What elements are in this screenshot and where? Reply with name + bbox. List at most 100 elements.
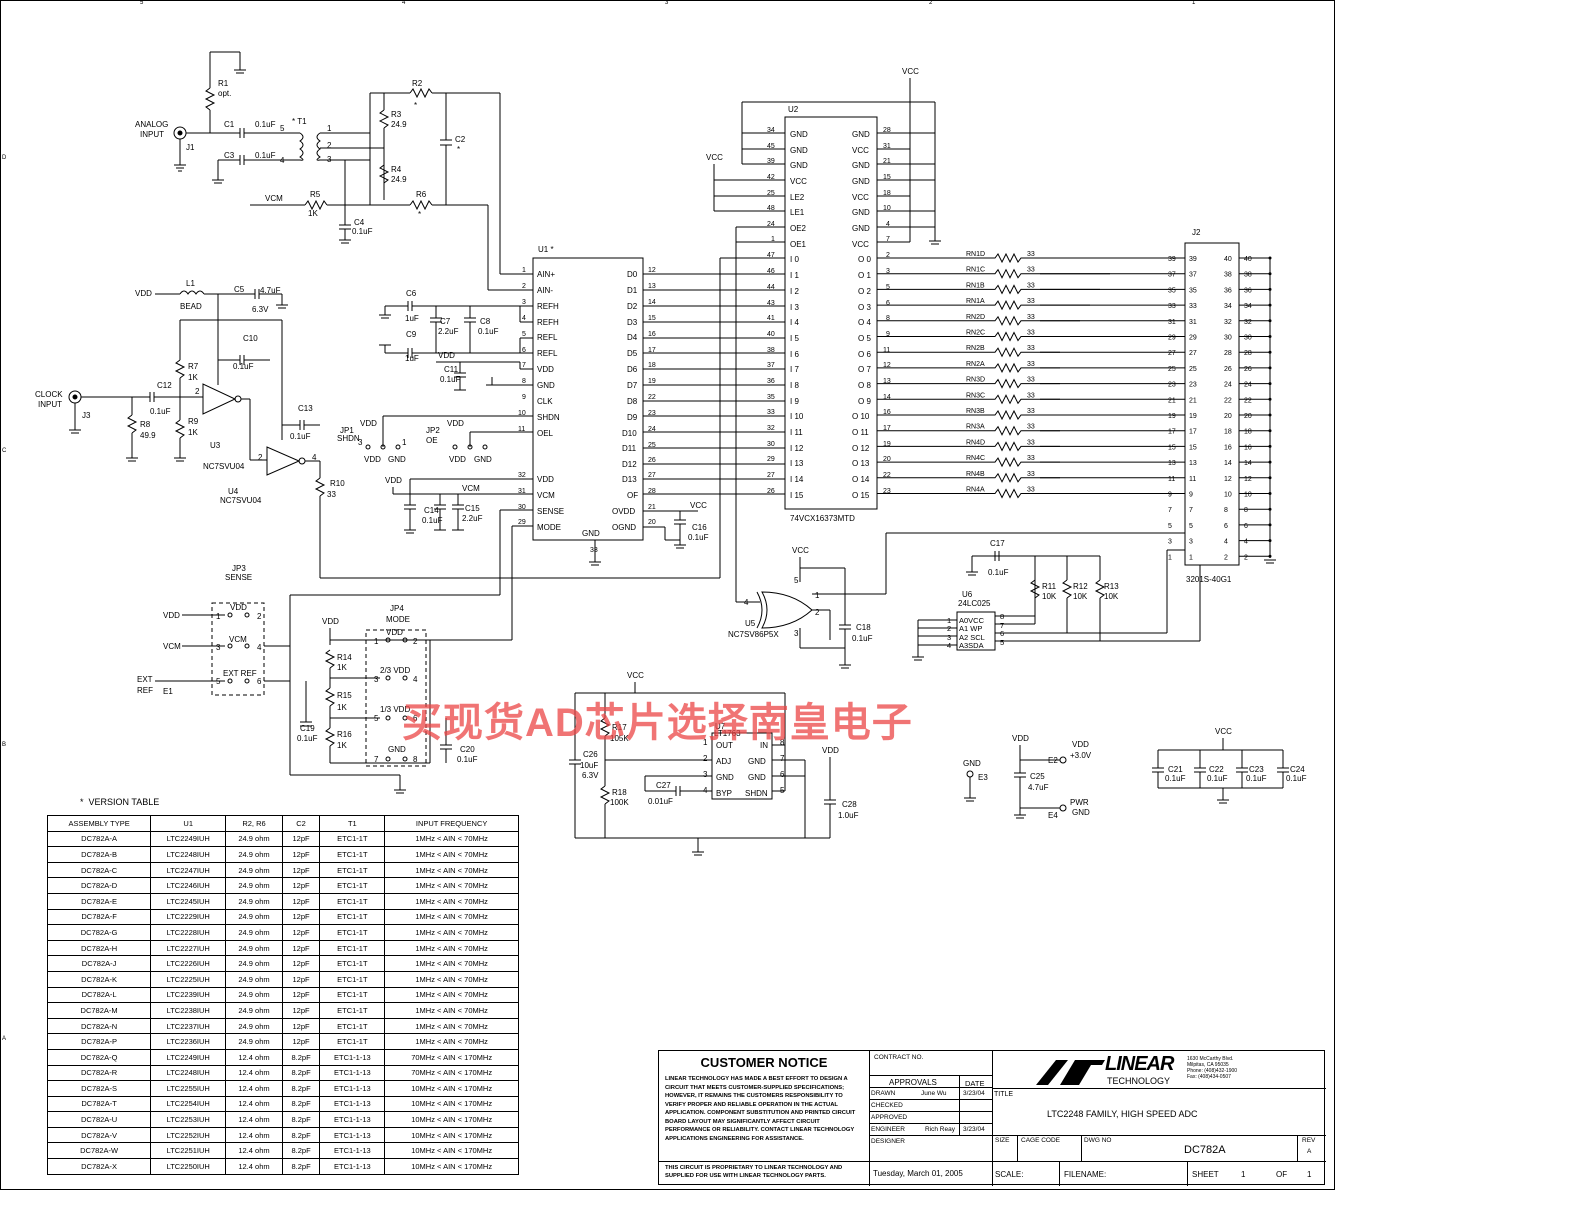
svg-text:GND: GND xyxy=(790,161,808,170)
svg-text:GND: GND xyxy=(582,529,600,538)
svg-text:GND: GND xyxy=(388,455,406,464)
svg-text:U5: U5 xyxy=(745,619,756,628)
svg-text:11: 11 xyxy=(518,426,525,433)
svg-text:1/3 VDD: 1/3 VDD xyxy=(380,705,410,714)
svg-text:NC7SVU04: NC7SVU04 xyxy=(203,462,245,471)
svg-text:*: * xyxy=(418,210,421,219)
version-table-cell: ETC1-1-13 xyxy=(319,1080,386,1097)
svg-text:3: 3 xyxy=(522,299,526,306)
svg-text:1K: 1K xyxy=(337,703,347,712)
svg-text:A2 SCL: A2 SCL xyxy=(959,633,985,642)
version-table-cell: 1MHz < AIN < 70MHz xyxy=(384,908,519,926)
rn-label: RN4C xyxy=(966,455,985,462)
version-table-cell: LTC2249IUH xyxy=(150,830,227,848)
svg-text:45: 45 xyxy=(767,143,775,150)
svg-text:OEL: OEL xyxy=(537,429,554,438)
version-table-cell: 12pF xyxy=(281,939,321,957)
svg-text:D2: D2 xyxy=(627,302,638,311)
svg-text:E4: E4 xyxy=(1048,811,1058,820)
svg-text:U6: U6 xyxy=(962,590,973,599)
svg-text:VDD: VDD xyxy=(322,617,339,626)
svg-text:19: 19 xyxy=(648,378,656,385)
drawn-label: DRAWN xyxy=(871,1090,896,1097)
linear-logo-mark xyxy=(1036,1060,1105,1085)
svg-text:1: 1 xyxy=(522,267,526,274)
version-table-cell: ETC1-1T xyxy=(319,970,386,988)
svg-text:5: 5 xyxy=(794,576,799,585)
company-name: LINEAR xyxy=(1105,1053,1174,1075)
svg-text:3201S-40G1: 3201S-40G1 xyxy=(1186,575,1232,584)
version-table-cell: 24.9 ohm xyxy=(225,939,283,957)
svg-text:46: 46 xyxy=(767,268,775,275)
svg-text:4: 4 xyxy=(257,643,262,652)
j2-pin-number: 16 xyxy=(1224,444,1232,451)
svg-text:O 5: O 5 xyxy=(858,334,871,343)
svg-text:10K: 10K xyxy=(1042,592,1057,601)
j2-pin-number: 11 xyxy=(1189,476,1196,483)
version-table-cell: LTC2228IUH xyxy=(150,924,227,941)
svg-text:GND: GND xyxy=(388,745,406,754)
rn-label: RN3D xyxy=(966,377,985,384)
rn-value: 33 xyxy=(1027,455,1035,462)
svg-text:C14: C14 xyxy=(424,506,439,515)
svg-text:VCC: VCC xyxy=(792,546,809,555)
u4-buffer xyxy=(266,446,301,476)
j2-pin-number: 35 xyxy=(1168,287,1176,294)
j2-pin-number: 15 xyxy=(1168,444,1176,451)
rn-value: 33 xyxy=(1027,377,1035,384)
svg-text:28: 28 xyxy=(648,488,656,495)
svg-text:O 15: O 15 xyxy=(852,491,870,500)
svg-text:C20: C20 xyxy=(460,745,475,754)
svg-text:C13: C13 xyxy=(298,404,313,413)
version-table-cell: 1MHz < AIN < 70MHz xyxy=(384,846,519,863)
version-table-cell: LTC2245IUH xyxy=(150,892,227,910)
j2-pin-number: 33 xyxy=(1168,303,1176,310)
rn-value: 33 xyxy=(1027,439,1035,446)
svg-text:0.1uF: 0.1uF xyxy=(352,227,373,236)
svg-text:D4: D4 xyxy=(627,333,638,342)
svg-text:31: 31 xyxy=(883,143,891,150)
border-tick: B xyxy=(2,742,7,748)
svg-text:REF: REF xyxy=(137,686,153,695)
svg-text:BYP: BYP xyxy=(716,789,732,798)
cage-code-label: CAGE CODE xyxy=(1021,1137,1061,1144)
svg-text:1K: 1K xyxy=(308,209,318,218)
svg-text:O 14: O 14 xyxy=(852,475,870,484)
j2-pin-number: 5 xyxy=(1189,523,1193,530)
svg-text:+3.0V: +3.0V xyxy=(1070,751,1092,760)
svg-text:BEAD: BEAD xyxy=(180,302,202,311)
svg-text:7: 7 xyxy=(1000,621,1004,630)
svg-text:I 3: I 3 xyxy=(790,303,799,312)
svg-text:I 11: I 11 xyxy=(790,428,803,437)
j2-pin-number: 2 xyxy=(1224,554,1228,561)
svg-text:10K: 10K xyxy=(1073,592,1088,601)
svg-text:PWR: PWR xyxy=(1070,798,1089,807)
j2-pin-number: 34 xyxy=(1224,303,1232,310)
svg-text:105K: 105K xyxy=(610,734,629,743)
svg-text:VDD: VDD xyxy=(449,455,466,464)
version-table-cell: ETC1-1T xyxy=(319,1033,386,1050)
version-table-cell: ETC1-1-13 xyxy=(319,1158,386,1175)
j2-pin-number: 37 xyxy=(1189,272,1197,279)
svg-text:12: 12 xyxy=(883,362,891,369)
svg-text:0.1uF: 0.1uF xyxy=(1165,774,1186,783)
svg-text:O 10: O 10 xyxy=(852,412,870,421)
j2-pin-number: 30 xyxy=(1224,335,1232,342)
svg-text:VCC: VCC xyxy=(627,671,644,680)
svg-text:2.2uF: 2.2uF xyxy=(438,327,459,336)
version-table-cell: 10MHz < AIN < 170MHz xyxy=(384,1142,519,1160)
version-table-cell: DC782A-G xyxy=(46,924,152,941)
svg-text:30: 30 xyxy=(767,441,775,448)
j2-pin-number: 32 xyxy=(1244,319,1252,326)
j2-pin-number: 27 xyxy=(1189,350,1197,357)
version-table-cell: DC782A-U xyxy=(46,1111,152,1128)
